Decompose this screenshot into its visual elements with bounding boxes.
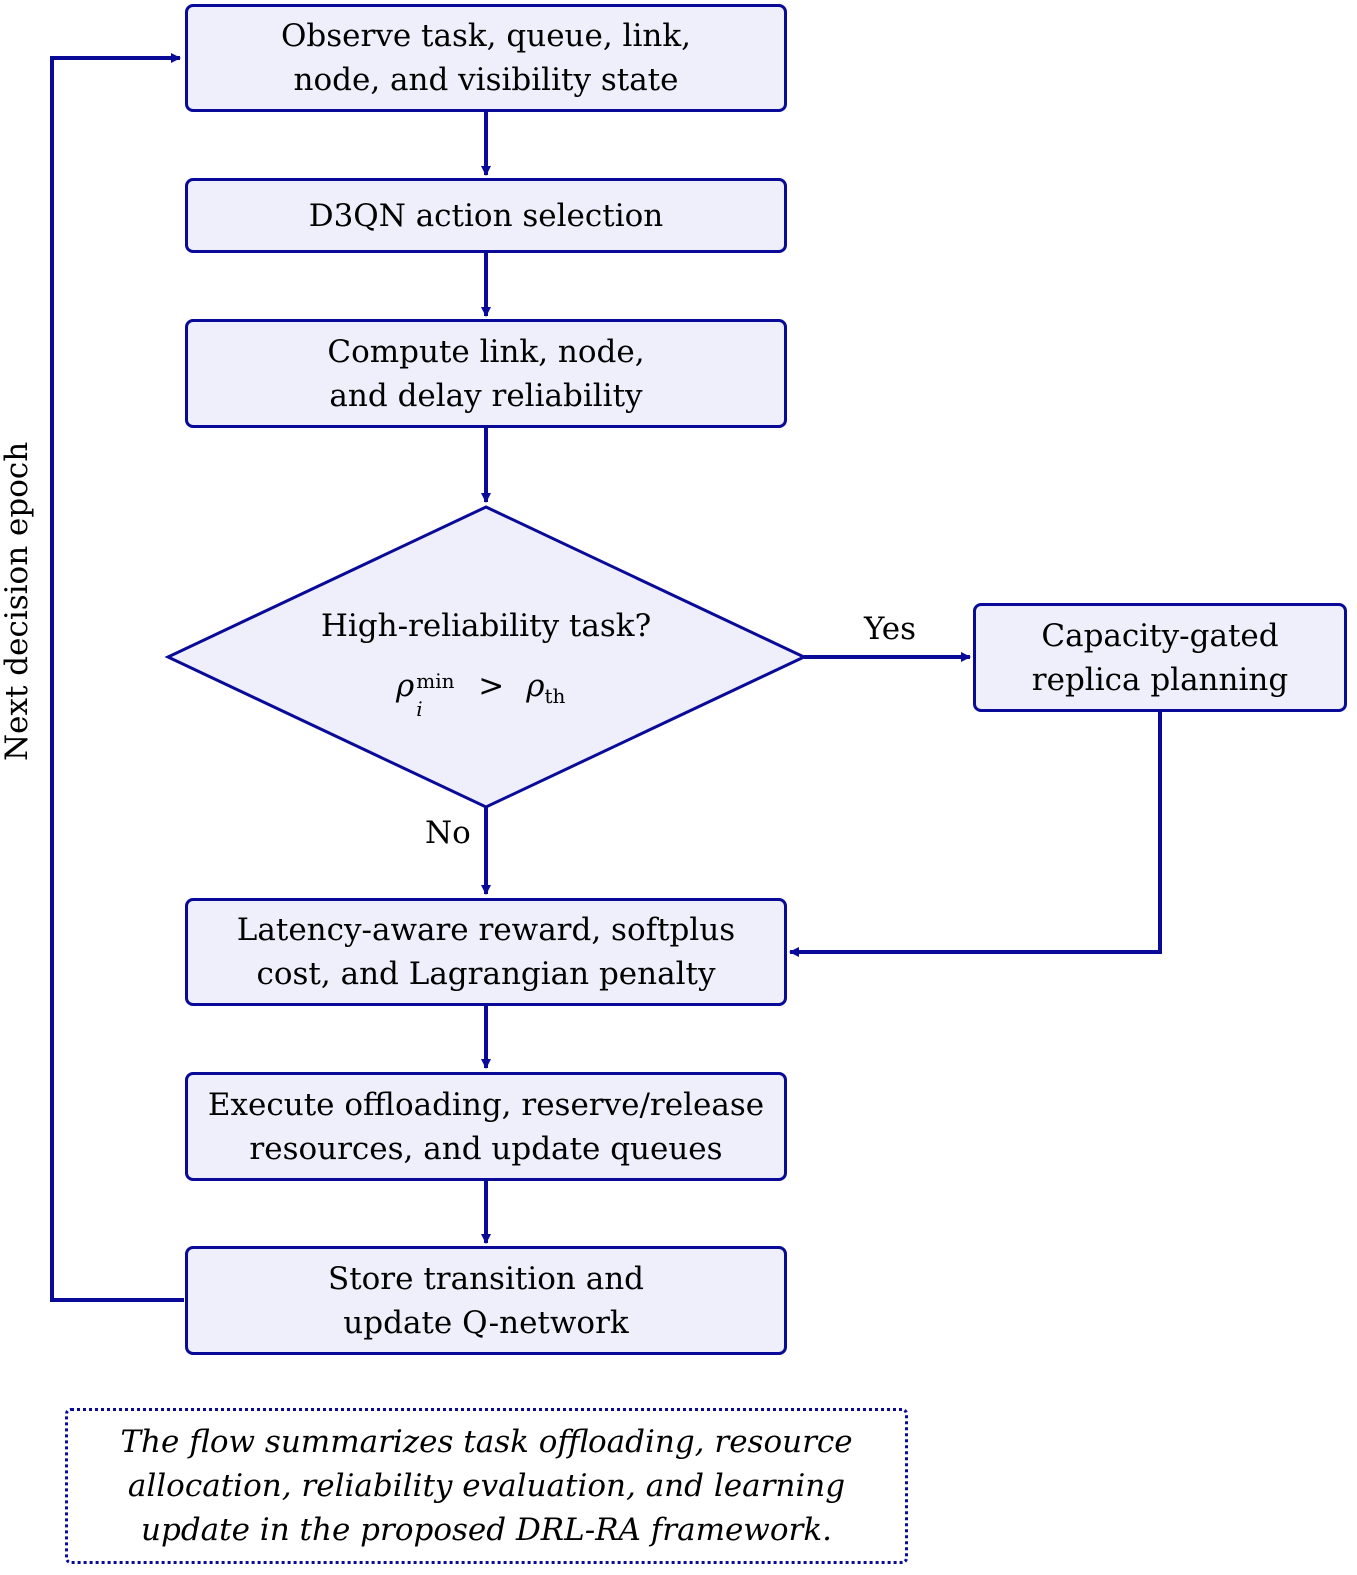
caption-line-2: allocation, reliability evaluation, and … [127, 1468, 846, 1504]
node-action-selection: D3QN action selection [185, 178, 787, 253]
node-replica-planning: Capacity-gated replica planning [973, 603, 1347, 712]
arrow-loop-back [50, 53, 184, 1302]
node-observe-line-2: node, and visibility state [293, 62, 679, 98]
node-store-line-2: update Q-network [343, 1304, 629, 1341]
node-reward-line-2: cost, and Lagrangian penalty [256, 956, 716, 992]
condition-lhs-symbol: ρ [396, 668, 415, 704]
edge-label-loop: Next decision epoch [0, 441, 35, 761]
node-compute-reliability: Compute link, node, and delay reliabilit… [185, 319, 787, 428]
node-execute-line-1: Execute offloading, reserve/release [207, 1086, 765, 1123]
caption-line-3: update in the proposed DRL-RA framework. [141, 1512, 832, 1548]
node-select-line-1: D3QN action selection [308, 197, 664, 234]
arrow-replica-to-reward [789, 712, 1162, 957]
node-reward-penalty: Latency-aware reward, softplus cost, and… [185, 898, 787, 1006]
condition-operator: > [478, 668, 505, 704]
node-execute-line-2: resources, and update queues [249, 1130, 723, 1167]
node-execute-offloading: Execute offloading, reserve/release reso… [185, 1072, 787, 1181]
node-store-update: Store transition and update Q-network [185, 1246, 787, 1355]
edge-label-no: No [425, 815, 471, 851]
node-replica-line-1: Capacity-gated [1041, 617, 1279, 654]
condition-lhs-sup: min [416, 669, 455, 693]
condition-lhs-sub: i [416, 697, 423, 721]
node-reward-line-1: Latency-aware reward, softplus [236, 912, 736, 948]
node-replica-line-2: replica planning [1031, 661, 1289, 698]
edge-label-yes: Yes [864, 611, 917, 647]
node-compute-line-2: and delay reliability [329, 377, 643, 414]
decision-question: High-reliability task? [320, 608, 652, 644]
condition-rhs-sub: th [544, 684, 566, 709]
decision-diamond [164, 505, 808, 809]
caption-line-1: The flow summarizes task offloading, res… [120, 1424, 853, 1460]
node-compute-line-1: Compute link, node, [327, 333, 645, 370]
node-observe-line-1: Observe task, queue, link, [281, 18, 691, 54]
node-store-line-1: Store transition and [327, 1260, 645, 1297]
figure-caption: The flow summarizes task offloading, res… [65, 1408, 908, 1564]
node-observe-state: Observe task, queue, link, node, and vis… [185, 4, 787, 112]
condition-rhs-symbol: ρ [526, 668, 545, 704]
